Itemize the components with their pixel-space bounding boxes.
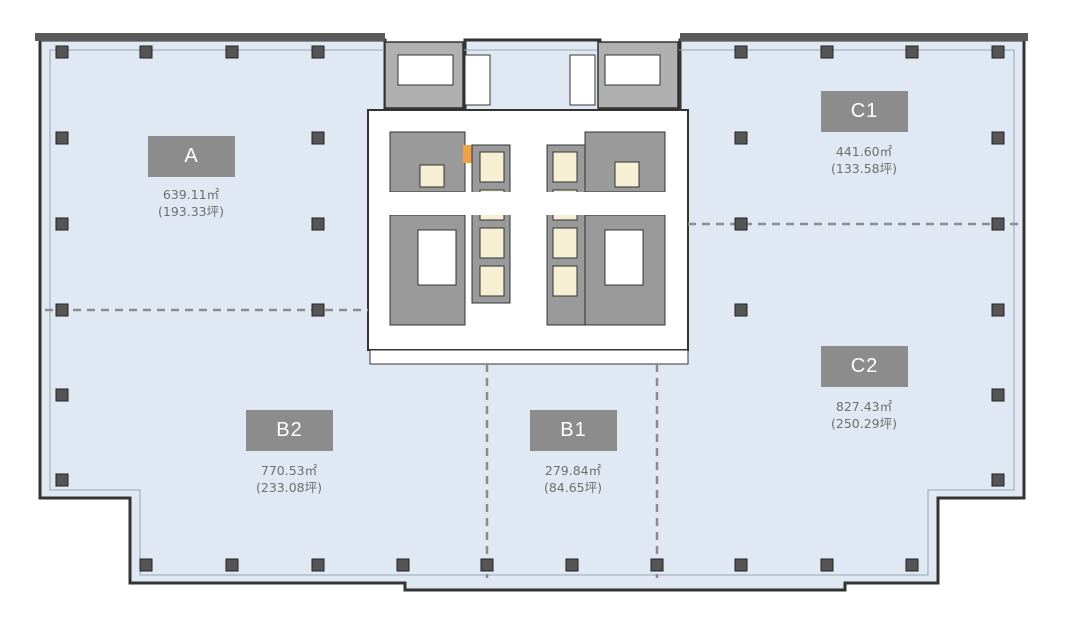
zone-b2-sqm: 770.53㎡ [260,463,318,478]
zone-a-tag: A [148,136,235,177]
column [311,303,325,317]
zone-a-sqm: 639.11㎡ [162,187,220,202]
zone-b1-sqm: 279.84㎡ [544,463,602,478]
elevator-car [614,161,640,188]
column [225,558,239,572]
zone-a-area: 639.11㎡ (193.33坪) [141,186,241,220]
column [139,558,153,572]
elevator-car [479,151,505,183]
column [905,45,919,59]
column [650,558,664,572]
column [55,45,69,59]
column [734,303,748,317]
column [905,558,919,572]
column [396,558,410,572]
elevator-car [552,227,578,259]
zone-c1-sqm: 441.60㎡ [835,144,893,159]
elevator-car [479,265,505,297]
zone-c1-area: 441.60㎡ (133.58坪) [814,143,914,177]
column [311,558,325,572]
column [991,131,1005,145]
inner-wall-line [49,49,1015,576]
column [991,217,1005,231]
column [991,473,1005,487]
corridor [385,192,675,215]
zone-b2-area: 770.53㎡ (233.08坪) [239,462,339,496]
zone-c2-area: 827.43㎡ (250.29坪) [814,398,914,432]
top-facade [35,33,385,41]
column [820,558,834,572]
column [311,131,325,145]
column [734,45,748,59]
column [734,131,748,145]
column [991,303,1005,317]
restroom-right-inner [604,54,661,86]
zone-b2-tsubo: (233.08坪) [256,480,322,495]
zone-b1-tag: B1 [530,410,617,451]
column [139,45,153,59]
core-lower-strip [369,349,689,365]
zone-a-tsubo: (193.33坪) [158,204,224,219]
column [311,45,325,59]
stair-right [604,229,644,286]
zone-c1-tsubo: (133.58坪) [831,161,897,176]
zone-c1-tag: C1 [821,91,908,132]
column [991,388,1005,402]
zone-b2-tag: B2 [246,410,333,451]
zone-c2-tsubo: (250.29坪) [831,416,897,431]
column [480,558,494,572]
column [55,131,69,145]
column [820,45,834,59]
column [991,45,1005,59]
restroom-right-inner [569,54,596,106]
column [565,558,579,572]
elevator-car [419,164,445,188]
zone-b1-tsubo: (84.65坪) [543,480,603,495]
elevator-car [479,227,505,259]
top-facade [680,33,1028,41]
restroom-left-inner [397,54,454,86]
column [55,388,69,402]
column [55,303,69,317]
elevator-car [552,151,578,183]
zone-c2-sqm: 827.43㎡ [835,399,893,414]
restroom-left-inner [464,54,491,106]
column [734,217,748,231]
column [55,217,69,231]
zone-c2-tag: C2 [821,346,908,387]
elevator-car [552,265,578,297]
columns [55,45,1005,572]
zone-b1-area: 279.84㎡ (84.65坪) [523,462,623,496]
column [225,45,239,59]
column [311,217,325,231]
stair-left [417,229,457,286]
column [55,473,69,487]
column [734,558,748,572]
